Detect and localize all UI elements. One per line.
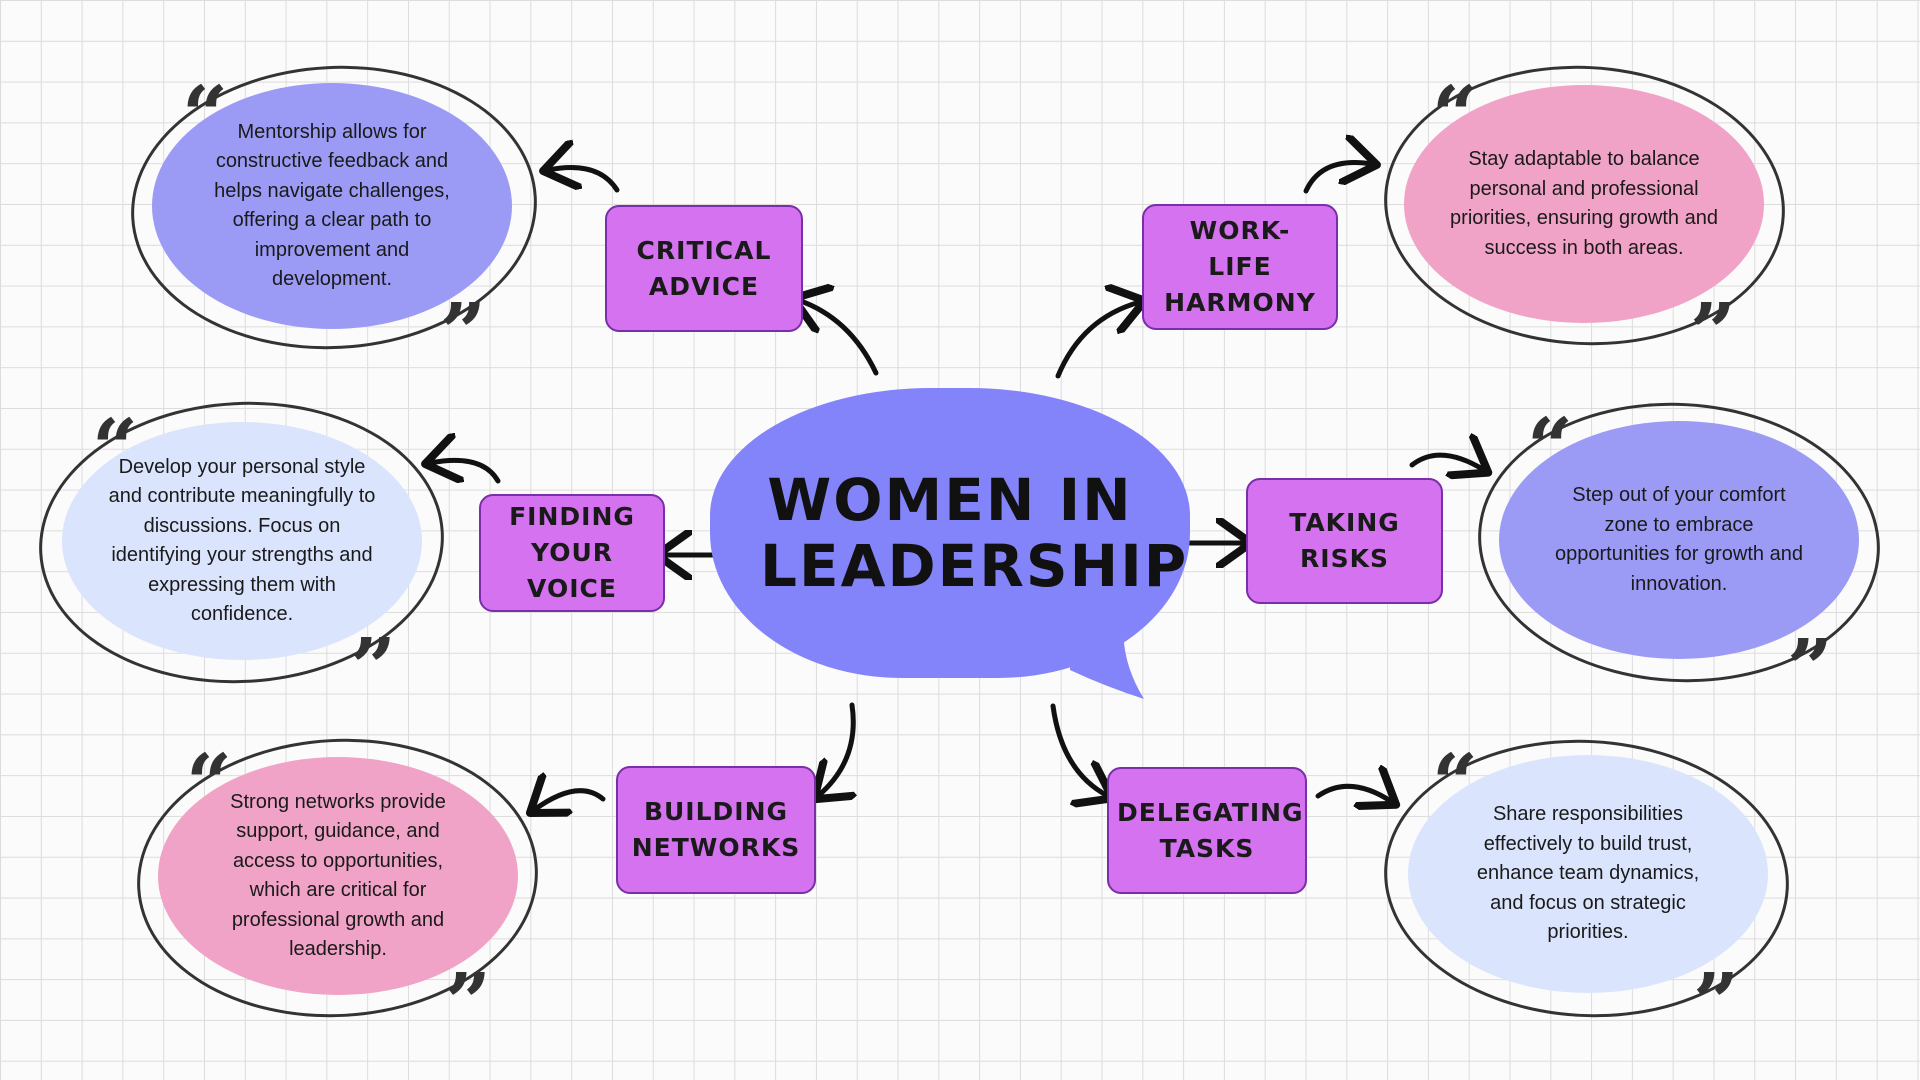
topic-delegating-tasks[interactable]: DELEGATING TASKS [1107,767,1307,894]
quote-bubble-work-life: Stay adaptable to balance personal and p… [1404,85,1764,323]
topic-critical-advice[interactable]: CRITICAL ADVICE [605,205,803,332]
quote-text: Strong networks provide support, guidanc… [230,790,446,961]
topic-label: BUILDING NETWORKS [631,797,801,862]
open-quote-icon: “ [182,68,229,162]
arrow-finding-voice-to-quote [430,460,501,481]
close-quote-icon: ” [350,620,397,714]
quote-bubble-critical-advice: Mentorship allows for constructive feedb… [152,83,512,329]
quote-text: Develop your personal style and contribu… [108,455,376,626]
quote-bubble-finding-voice: Develop your personal style and contribu… [62,422,422,660]
arrow-center-to-building-networks [818,702,853,796]
topic-label: TAKING RISKS [1289,508,1400,573]
arrow-critical-advice-to-quote [548,168,620,191]
quote-text: Step out of your comfort zone to embrace… [1555,484,1803,595]
arrow-taking-risks-to-quote [1409,455,1484,470]
topic-work-life-harmony[interactable]: WORK-LIFE HARMONY [1142,204,1338,330]
arrow-building-networks-to-quote [534,791,606,810]
quote-text: Share responsibilities effectively to bu… [1476,803,1700,944]
close-quote-icon: ” [1787,621,1834,715]
open-quote-icon: “ [186,736,233,830]
close-quote-icon: ” [1693,955,1740,1049]
arrow-center-to-critical-advice [798,300,879,376]
speech-bubble-tail [1070,620,1144,699]
quote-bubble-delegating-tasks: Share responsibilities effectively to bu… [1408,755,1768,993]
arrow-delegating-tasks-to-quote [1315,786,1392,802]
topic-finding-your-voice[interactable]: FINDING YOUR VOICE [479,494,665,612]
arrow-work-life-to-quote [1303,163,1372,194]
open-quote-icon: “ [1432,736,1479,830]
open-quote-icon: “ [1432,68,1479,162]
close-quote-icon: ” [440,285,487,379]
close-quote-icon: ” [445,955,492,1049]
topic-taking-risks[interactable]: TAKING RISKS [1246,478,1443,604]
topic-label: FINDING YOUR VOICE [509,502,635,603]
quote-bubble-building-networks: Strong networks provide support, guidanc… [158,757,518,995]
quote-text: Stay adaptable to balance personal and p… [1450,148,1718,259]
arrow-center-to-work-life [1055,302,1140,379]
quote-text: Mentorship allows for constructive feedb… [214,120,450,291]
open-quote-icon: “ [1527,400,1574,494]
topic-label: WORK-LIFE HARMONY [1164,216,1316,317]
open-quote-icon: “ [92,401,139,495]
topic-label: DELEGATING TASKS [1117,797,1304,863]
topic-label: CRITICAL ADVICE [636,235,772,301]
arrow-center-to-delegating-tasks [1050,703,1108,796]
main-title: WOMEN IN LEADERSHIP [760,466,1189,600]
close-quote-icon: ” [1690,285,1737,379]
quote-bubble-taking-risks: Step out of your comfort zone to embrace… [1499,421,1859,659]
topic-building-networks[interactable]: BUILDING NETWORKS [616,766,816,894]
